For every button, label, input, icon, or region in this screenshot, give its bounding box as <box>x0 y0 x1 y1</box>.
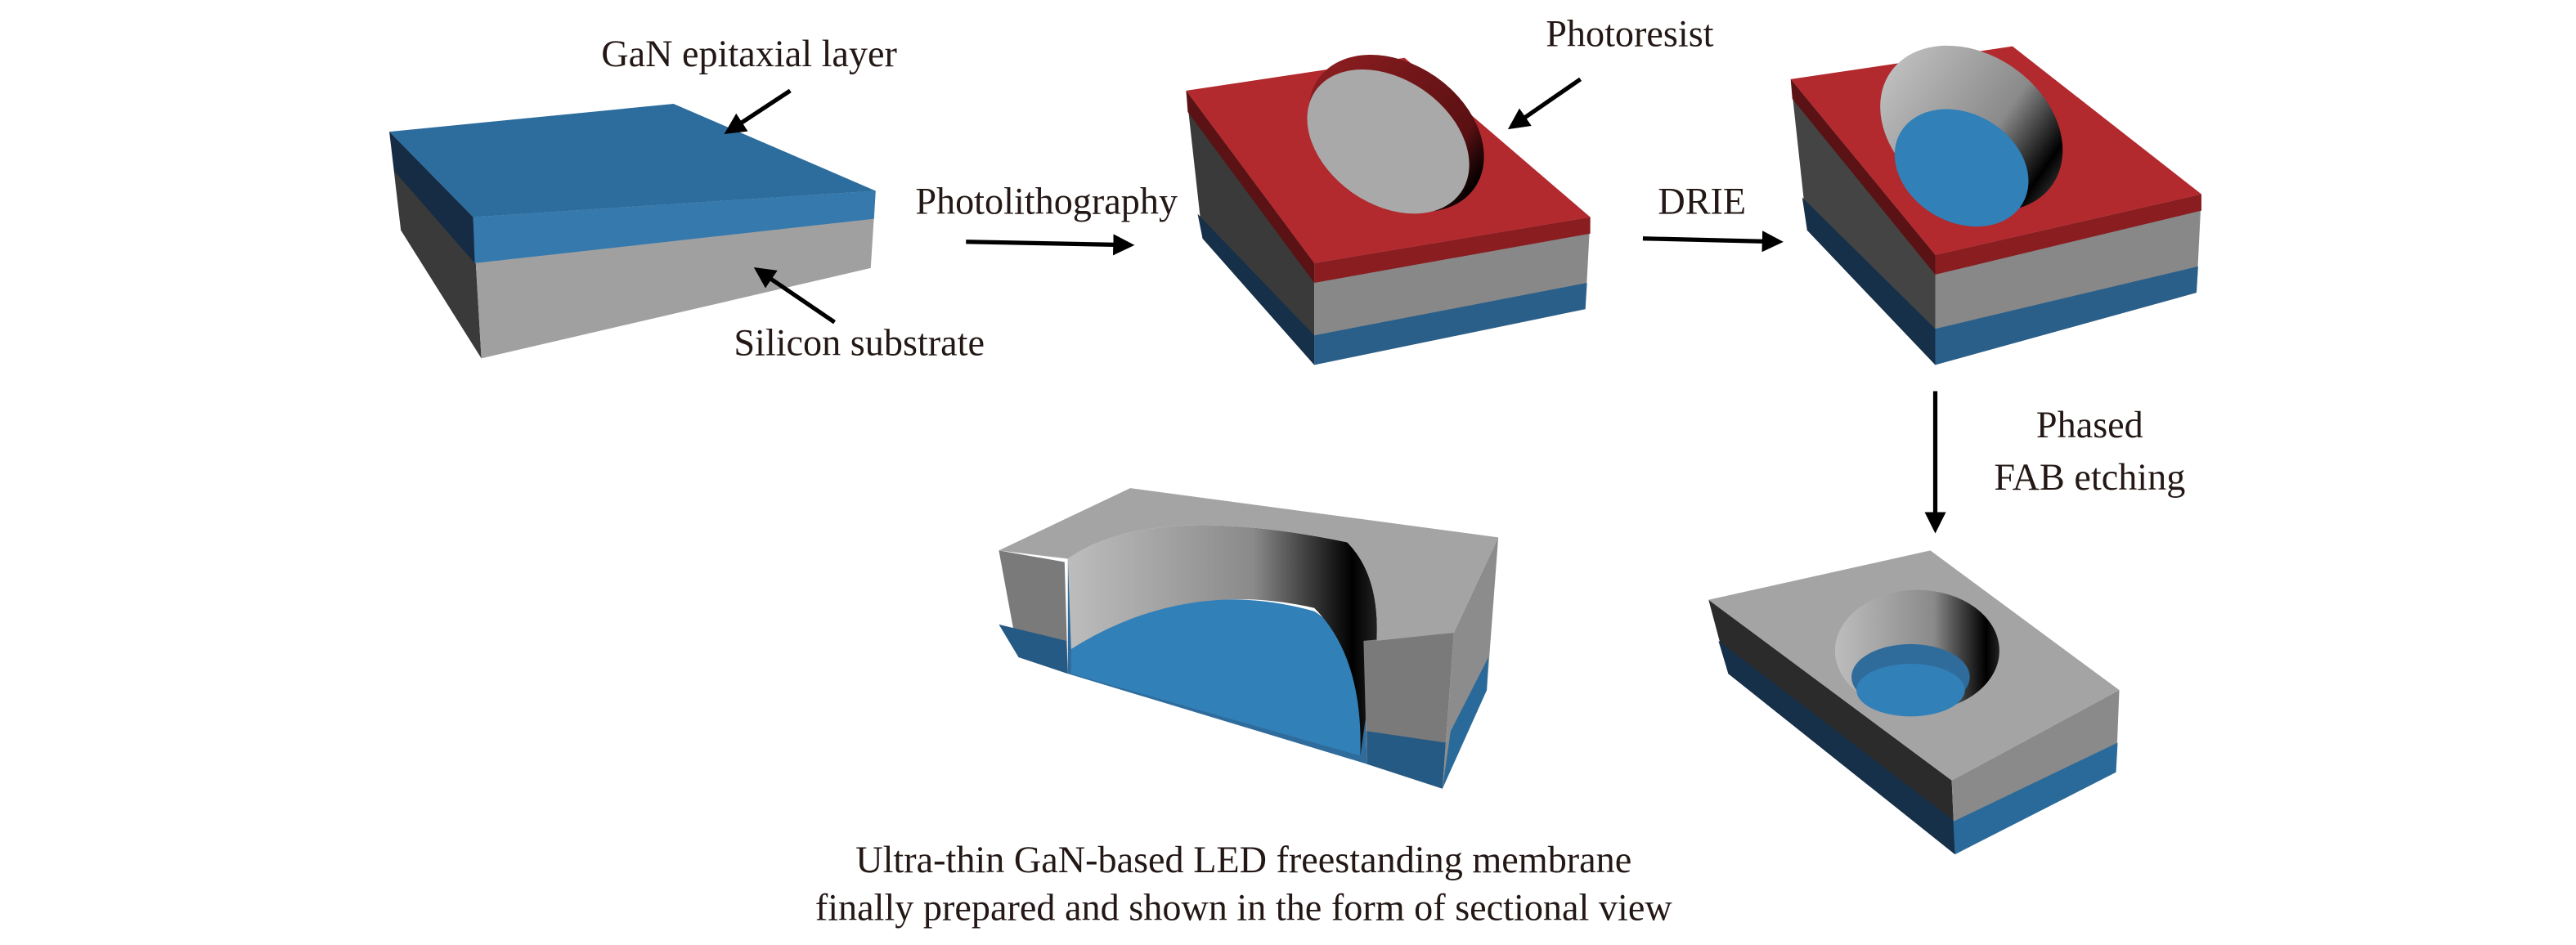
step-photolithography-label: Photolithography <box>915 181 1178 222</box>
photoresist-label: Photoresist <box>1546 13 1713 55</box>
gan-layer-label: GaN epitaxial layer <box>601 33 897 74</box>
silicon-pointer-arrow <box>753 266 837 325</box>
wafer-block-drie <box>1790 45 2201 365</box>
step-fab-etching-label: FAB etching <box>1994 456 2185 498</box>
step-arrow-photolithography <box>966 234 1135 256</box>
wafer-block-photoresist <box>1186 55 1591 365</box>
membrane-sectional-view <box>999 488 1499 789</box>
step-drie-label: DRIE <box>1658 181 1746 222</box>
wafer-block-initial <box>389 103 876 359</box>
wafer-block-fab-etched <box>1708 550 2120 855</box>
silicon-substrate-label: Silicon substrate <box>734 321 985 363</box>
step-phased-label: Phased <box>2036 404 2143 446</box>
caption-line-2: finally prepared and shown in the form o… <box>815 886 1673 928</box>
caption-line-1: Ultra-thin GaN-based LED freestanding me… <box>855 839 1631 880</box>
gan-layer-pointer-arrow <box>724 88 792 135</box>
step-arrow-drie <box>1642 231 1784 253</box>
photoresist-pointer-arrow <box>1507 77 1582 130</box>
